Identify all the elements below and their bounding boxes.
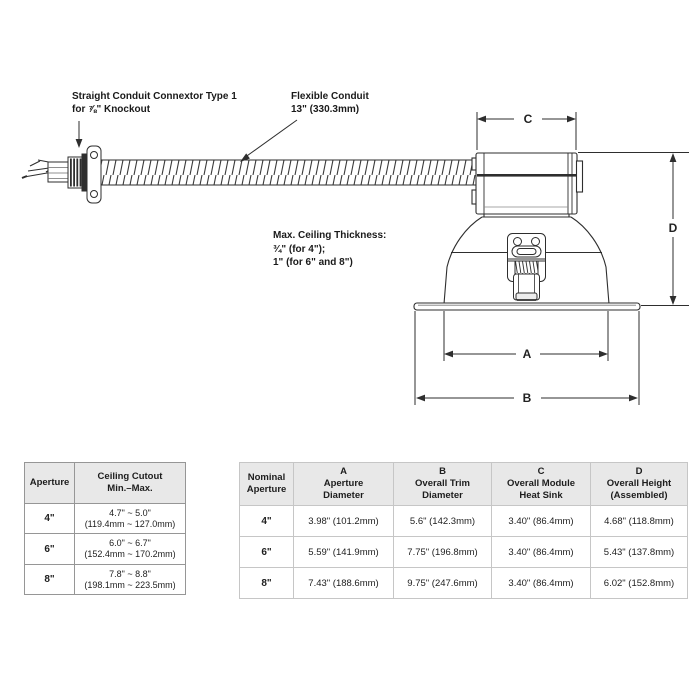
- ceiling-cutout-table: Aperture Ceiling Cutout Min.–Max. 4" 4.7…: [24, 462, 186, 595]
- cell-a: 7.43" (188.6mm): [293, 567, 394, 599]
- dimension-b: B: [414, 311, 640, 405]
- ceiling-note-line1: Max. Ceiling Thickness:: [273, 230, 387, 241]
- range-inches: 4.7" ~ 5.0": [109, 507, 151, 518]
- ceiling-flange: [413, 302, 641, 311]
- header-line: Nominal: [247, 472, 286, 483]
- cell-c: 3.40" (86.4mm): [491, 536, 591, 568]
- cell-a: 5.59" (141.9mm): [293, 536, 394, 568]
- header-line: Ceiling Cutout: [97, 471, 163, 482]
- ceiling-thickness-note: Max. Ceiling Thickness: ¾" (for 4"); 1" …: [273, 229, 386, 270]
- cell-aperture: 4": [239, 505, 294, 537]
- table-row: 4" 3.98" (101.2mm) 5.6" (142.3mm) 3.40" …: [239, 505, 688, 537]
- range-inches: 7.8" ~ 8.8": [109, 568, 151, 579]
- dim-label-b: B: [523, 391, 532, 405]
- flexible-conduit-label: Flexible Conduit 13" (330.3mm): [291, 90, 369, 116]
- ceiling-note-line2: ¾" (for 4");: [273, 243, 326, 255]
- flexible-conduit: [101, 159, 477, 186]
- dim-label-d: D: [669, 221, 678, 235]
- dim-label-c: C: [524, 112, 533, 126]
- table-row: 8" 7.43" (188.6mm) 9.75" (247.6mm) 3.40"…: [239, 567, 688, 599]
- leader-conduit: [240, 119, 298, 162]
- spring-clip: [507, 233, 546, 301]
- header-line: D: [635, 466, 643, 477]
- cell-b: 9.75" (247.6mm): [393, 567, 492, 599]
- table-row: 4" 4.7" ~ 5.0" (119.4mm ~ 127.0mm): [24, 503, 186, 534]
- header-a-aperture-diameter: A Aperture Diameter: [293, 462, 394, 506]
- connector-label: Straight Conduit Connextor Type 1 for ⅞"…: [72, 90, 237, 116]
- header-line: Diameter: [323, 490, 364, 501]
- header-line: Overall Trim: [415, 478, 470, 489]
- cell-aperture: 6": [24, 533, 75, 565]
- cell-d: 4.68" (118.8mm): [590, 505, 688, 537]
- fixture-diagram: C D A B: [21, 112, 689, 405]
- connector-label-line1: Straight Conduit Connextor Type 1: [72, 91, 237, 102]
- cell-b: 5.6" (142.3mm): [393, 505, 492, 537]
- cell-aperture: 8": [24, 564, 75, 595]
- cell-c: 3.40" (86.4mm): [491, 567, 591, 599]
- cell-b: 7.75" (196.8mm): [393, 536, 492, 568]
- cell-range: 7.8" ~ 8.8" (198.1mm ~ 223.5mm): [74, 564, 186, 595]
- header-aperture: Aperture: [24, 462, 75, 504]
- header-line: C: [537, 466, 545, 477]
- cell-aperture: 8": [239, 567, 294, 599]
- ceiling-note-line3: 1" (for 6" and 8"): [273, 257, 353, 268]
- range-inches: 6.0" ~ 6.7": [109, 538, 151, 548]
- header-line: Aperture: [246, 484, 287, 495]
- table-row: 6" 6.0" ~ 6.7" (152.4mm ~ 170.2mm): [24, 533, 186, 565]
- conduit-label-line1: Flexible Conduit: [291, 91, 369, 102]
- connector-label-line2: for ⅞" Knockout: [72, 104, 151, 115]
- header-b-overall-trim: B Overall Trim Diameter: [393, 462, 492, 506]
- cell-d: 6.02" (152.8mm): [590, 567, 688, 599]
- cell-range: 6.0" ~ 6.7" (152.4mm ~ 170.2mm): [74, 533, 186, 565]
- cell-range: 4.7" ~ 5.0" (119.4mm ~ 127.0mm): [74, 503, 186, 534]
- dimension-d: D: [578, 152, 689, 306]
- conduit-connector: [47, 145, 102, 204]
- module-heat-sink: [471, 152, 584, 215]
- range-mm: (198.1mm ~ 223.5mm): [84, 579, 176, 590]
- cell-aperture: 4": [24, 503, 75, 534]
- header-line: Aperture: [323, 478, 364, 489]
- dimension-table: Nominal Aperture A Aperture Diameter B O…: [239, 462, 688, 599]
- header-ceiling-cutout: Ceiling Cutout Min.–Max.: [74, 462, 186, 504]
- table-row: 8" 7.8" ~ 8.8" (198.1mm ~ 223.5mm): [24, 564, 186, 595]
- dim-label-a: A: [523, 347, 532, 361]
- cell-aperture: 6": [239, 536, 294, 568]
- header-d-overall-height: D Overall Height (Assembled): [590, 462, 688, 506]
- header-line: (Assembled): [610, 490, 668, 501]
- header-c-module-heat-sink: C Overall Module Heat Sink: [491, 462, 591, 506]
- table-header-row: Aperture Ceiling Cutout Min.–Max.: [24, 462, 186, 504]
- header-line: B: [439, 466, 446, 477]
- conduit-label-line2: 13" (330.3mm): [291, 104, 360, 115]
- leader-connector: [75, 121, 83, 148]
- header-line: Diameter: [422, 490, 463, 501]
- header-line: Overall Height: [606, 478, 672, 489]
- header-nominal-aperture: Nominal Aperture: [239, 462, 294, 506]
- range-mm: (152.4mm ~ 170.2mm): [84, 549, 176, 559]
- table-row: 6" 5.59" (141.9mm) 7.75" (196.8mm) 3.40"…: [239, 536, 688, 568]
- dimension-a: A: [443, 311, 609, 361]
- header-line: Overall Module: [506, 478, 576, 489]
- table-header-row: Nominal Aperture A Aperture Diameter B O…: [239, 462, 688, 506]
- range-mm: (119.4mm ~ 127.0mm): [84, 518, 176, 529]
- cell-a: 3.98" (101.2mm): [293, 505, 394, 537]
- header-line: Heat Sink: [519, 490, 563, 501]
- cell-d: 5.43" (137.8mm): [590, 536, 688, 568]
- header-line: Min.–Max.: [107, 483, 153, 494]
- dimension-c: C: [476, 112, 577, 150]
- header-line: A: [340, 466, 347, 477]
- cell-c: 3.40" (86.4mm): [491, 505, 591, 537]
